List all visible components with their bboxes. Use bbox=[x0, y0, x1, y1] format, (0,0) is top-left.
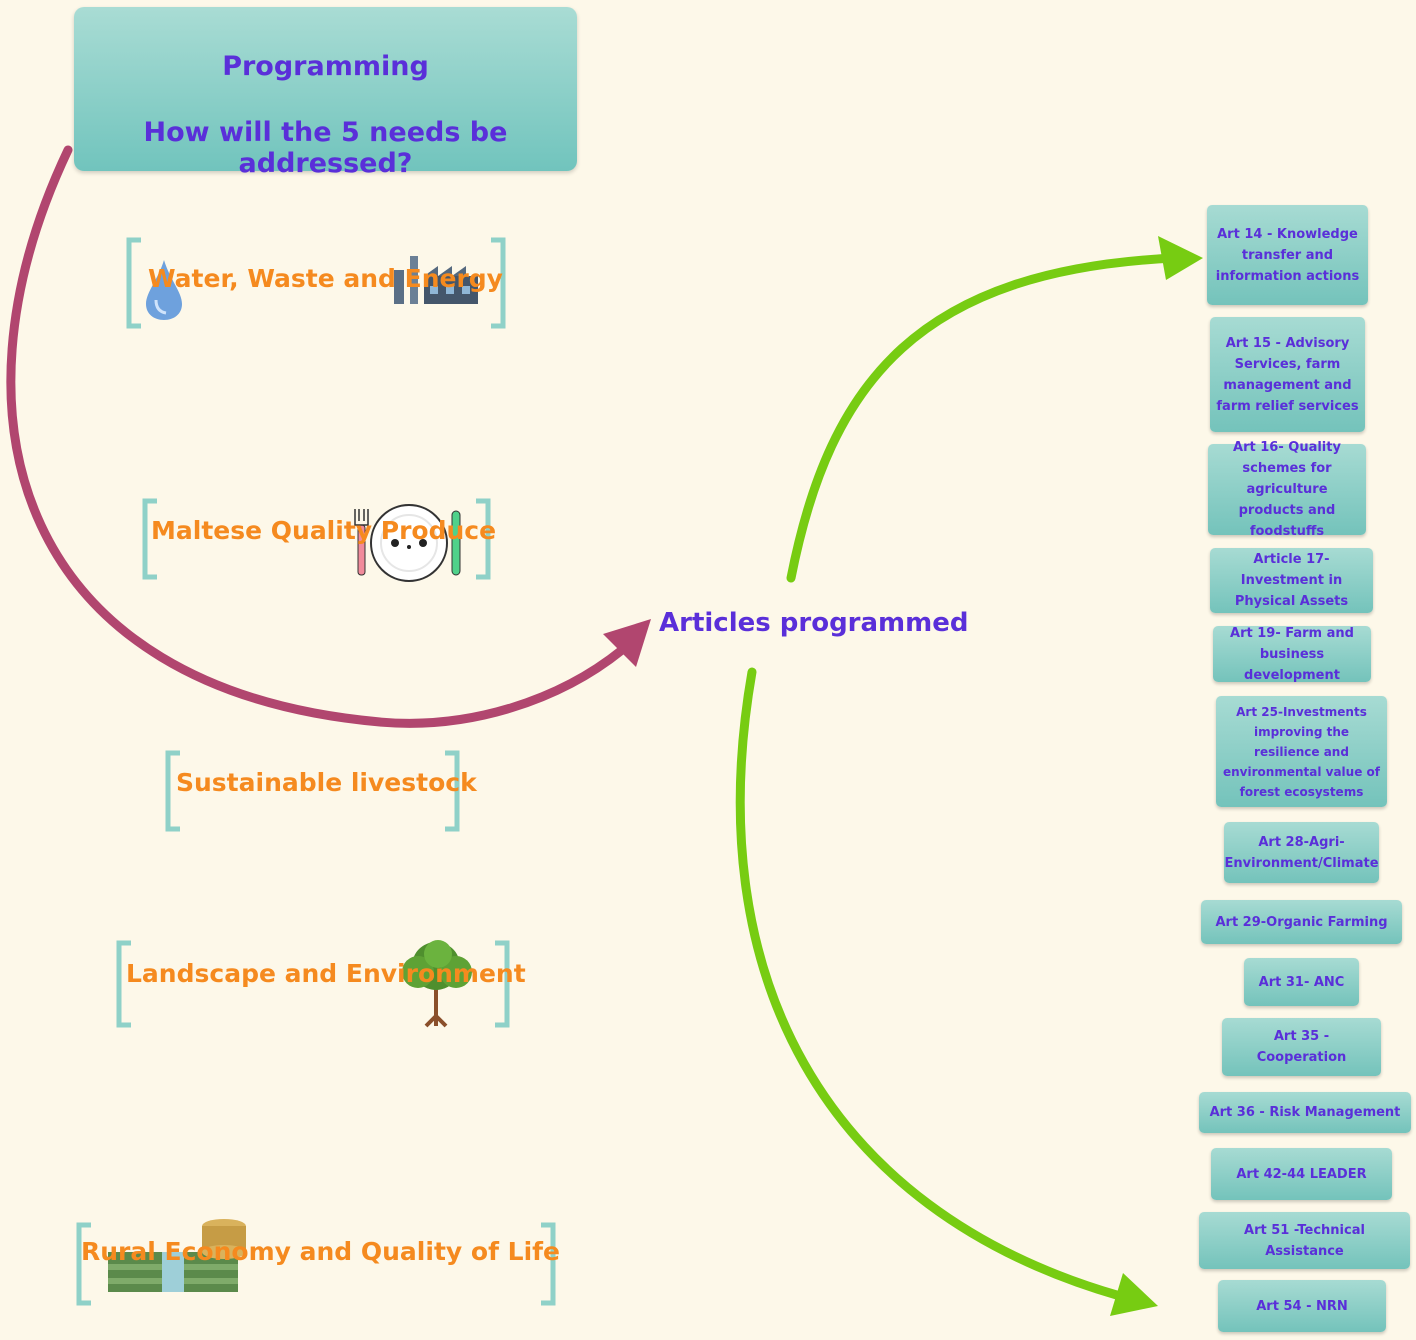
factory-icon bbox=[394, 256, 478, 304]
upper-green-arrowhead bbox=[1158, 236, 1203, 280]
need-maltese-quality-produce: Maltese Quality Produce bbox=[151, 516, 497, 545]
articles-programmed-label: Articles programmed bbox=[659, 608, 969, 638]
article-box: Art 14 - Knowledge transfer and informat… bbox=[1207, 205, 1368, 305]
article-box: Art 16- Quality schemes for agriculture … bbox=[1208, 440, 1366, 539]
need-landscape-environment: Landscape and Environment bbox=[126, 959, 526, 988]
article-box: Art 54 - NRN bbox=[1218, 1280, 1386, 1332]
article-box: Art 28-Agri-Environment/Climate bbox=[1224, 822, 1379, 883]
article-box: Art 35 - Cooperation bbox=[1222, 1018, 1381, 1076]
lower-green-arrowhead bbox=[1110, 1273, 1158, 1316]
right-bracket bbox=[491, 237, 506, 329]
money-coins-icon bbox=[108, 1219, 246, 1292]
needs-to-articles-arrowhead bbox=[603, 619, 651, 667]
title-line1: Programming bbox=[222, 51, 429, 82]
need-sustainable-livestock: Sustainable livestock bbox=[176, 768, 477, 797]
left-bracket bbox=[76, 1222, 91, 1306]
article-box: Art 29-Organic Farming bbox=[1201, 900, 1402, 944]
right-bracket bbox=[495, 940, 510, 1028]
article-box: Art 19- Farm and business development bbox=[1213, 626, 1371, 683]
right-bracket bbox=[445, 750, 460, 832]
need-rural-economy: Rural Economy and Quality of Life bbox=[81, 1237, 560, 1266]
lower-green-arrow bbox=[735, 667, 1125, 1301]
title-line2: How will the 5 needs be addressed? bbox=[143, 117, 508, 179]
left-bracket bbox=[116, 940, 131, 1028]
right-bracket bbox=[541, 1222, 556, 1306]
upper-green-arrow bbox=[786, 253, 1180, 583]
tree-icon bbox=[402, 940, 472, 1028]
plate-cutlery-icon bbox=[354, 504, 461, 582]
left-bracket bbox=[126, 237, 141, 329]
title-box: Programming How will the 5 needs be addr… bbox=[74, 7, 577, 179]
right-bracket bbox=[476, 498, 491, 580]
left-bracket bbox=[165, 750, 180, 832]
need-water-waste-energy: Water, Waste and Energy bbox=[148, 264, 503, 293]
water-drop-icon bbox=[146, 260, 182, 320]
article-box: Art 31- ANC bbox=[1244, 958, 1359, 1006]
article-box: Art 36 - Risk Management bbox=[1199, 1092, 1411, 1133]
article-box: Article 17- Investment in Physical Asset… bbox=[1210, 548, 1373, 613]
article-box: Art 42-44 LEADER bbox=[1211, 1148, 1392, 1200]
article-box: Art 51 -Technical Assistance bbox=[1199, 1212, 1410, 1269]
needs-to-articles-arrow bbox=[6, 145, 627, 728]
left-bracket bbox=[142, 498, 157, 580]
article-box: Art 15 - Advisory Services, farm managem… bbox=[1210, 317, 1365, 432]
article-box: Art 25-Investments improving the resilie… bbox=[1216, 696, 1387, 807]
